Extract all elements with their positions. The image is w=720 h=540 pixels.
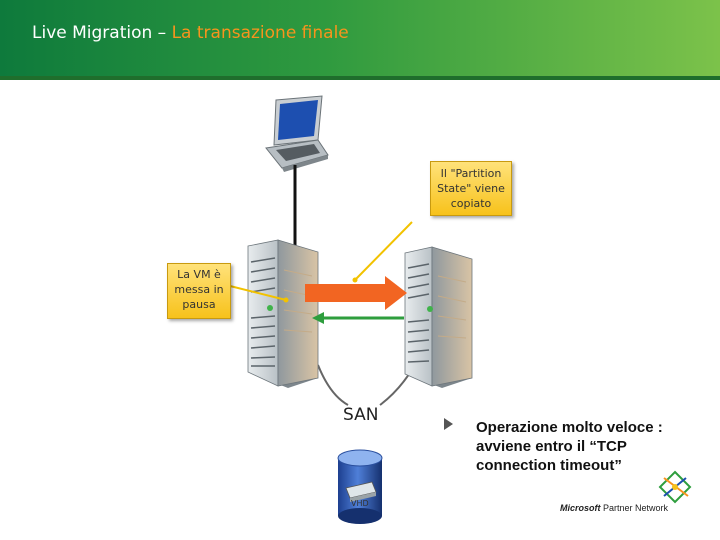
callout-pointer-end: [283, 297, 289, 303]
vhd-label: VHD: [351, 499, 369, 508]
return-arrow: [312, 312, 404, 324]
partition-state-callout: Il "Partition State" viene copiato: [430, 161, 512, 216]
san-link-left: [317, 364, 349, 406]
migration-arrow: [305, 276, 407, 310]
partner-network-logo-rest: Partner Network: [600, 503, 669, 513]
vm-paused-callout-text: La VM è messa in pausa: [174, 268, 224, 311]
title-bar: [0, 0, 720, 76]
database-icon: [337, 449, 383, 524]
callout-pointer-partition: [354, 221, 413, 281]
server-icon: [247, 239, 319, 388]
server-icon: [404, 246, 473, 388]
slide-title-accent: La transazione finale: [171, 23, 349, 43]
title-bar-underline: [0, 76, 720, 80]
callout-pointer-vm: [229, 285, 287, 301]
slide-title: Live Migration – La transazione finale: [32, 23, 349, 43]
slide-title-main: Live Migration –: [32, 23, 172, 43]
san-label: SAN: [343, 405, 379, 425]
partition-state-callout-text: Il "Partition State" viene copiato: [437, 167, 505, 210]
vm-paused-callout: La VM è messa in pausa: [167, 263, 231, 319]
partner-network-logo: Microsoft Partner Network: [560, 503, 668, 513]
bullet-arrow-icon: [444, 418, 453, 430]
partner-network-logo-icon: [658, 470, 692, 504]
laptop-icon: [265, 95, 329, 172]
partner-network-logo-brand: Microsoft: [560, 503, 601, 513]
bullet-text: Operazione molto veloce : avviene entro …: [476, 419, 663, 474]
callout-pointer-end: [352, 277, 358, 283]
